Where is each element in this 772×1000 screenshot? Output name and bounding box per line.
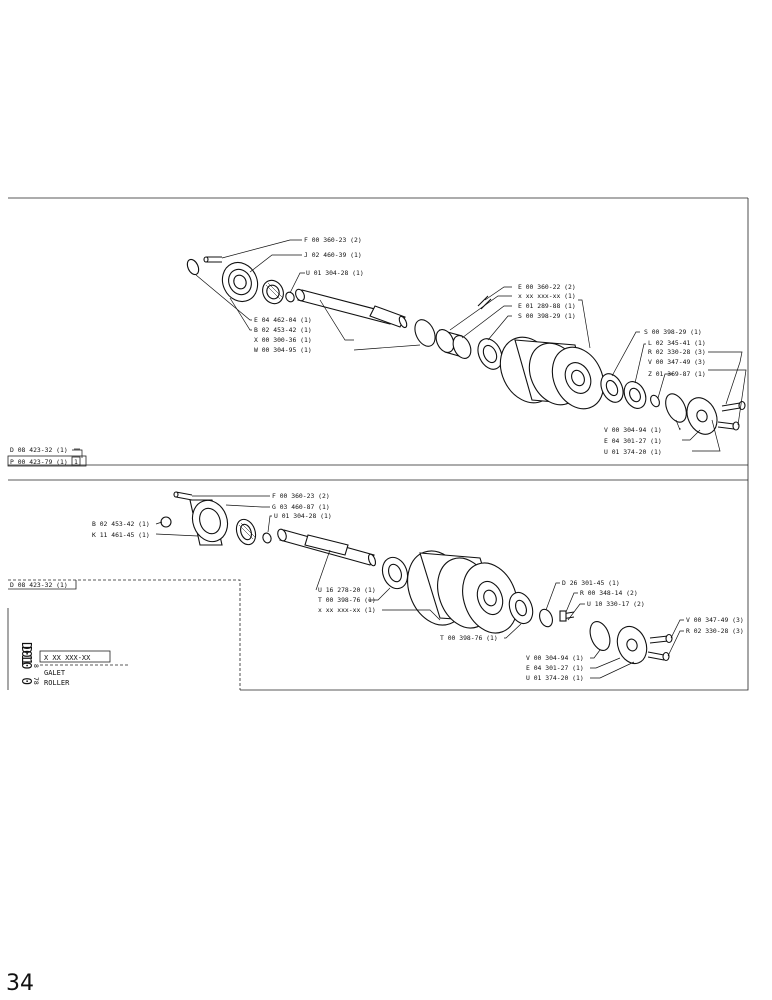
callout-label: W 00 304-95 (1) <box>254 346 312 354</box>
callout-label: E 00 360-22 (2) <box>518 283 576 291</box>
callout-label: E 01 289-88 (1) <box>518 302 576 310</box>
upper-callouts: F 00 360-23 (2) J 02 460-39 (1) U 01 304… <box>7 236 706 467</box>
callout-label: L 02 345-41 (1) <box>648 339 706 347</box>
part-name-en: ROLLER <box>44 679 70 687</box>
part-name-fr: GALET <box>44 669 66 677</box>
callout-label: F 00 360-23 (2) <box>304 236 362 244</box>
callout-label: U 01 304-28 (1) <box>274 512 332 520</box>
callout-label: B 02 453-42 (1) <box>92 520 150 528</box>
lower-leader-lines <box>155 495 684 679</box>
reference-sub: P 00 423-79 (1) <box>10 458 68 466</box>
callout-label: F 00 360-23 (2) <box>272 492 330 500</box>
part-number: X XX XXX-XX <box>44 654 91 662</box>
vertical-code: D10 0 <box>18 646 33 685</box>
callout-label: E 04 301-27 (1) <box>604 437 662 445</box>
callout-label: X 00 300-36 (1) <box>254 336 312 344</box>
callout-label: U 01 304-28 (1) <box>306 269 364 277</box>
callout-label: U 01 374-20 (1) <box>526 674 584 682</box>
callout-label: E 04 301-27 (1) <box>526 664 584 672</box>
title-block: D01 D10 0 8 78 X XX XXX-XX GALET ROLLER <box>18 642 130 687</box>
callout-label: x xx xxx-xx (1) <box>318 606 376 614</box>
callout-label: V 00 347-49 (3) <box>686 616 744 624</box>
callout-label: B 02 453-42 (1) <box>254 326 312 334</box>
lower-assembly-parts <box>160 491 673 665</box>
vertical-code: D01 <box>18 642 33 665</box>
callout-label: R 02 330-28 (3) <box>686 627 744 635</box>
callout-label: U 01 374-20 (1) <box>604 448 662 456</box>
callout-label: U 10 330-17 (2) <box>587 600 645 608</box>
upper-leader-lines <box>72 239 747 458</box>
callout-label: S 00 398-29 (1) <box>518 312 576 320</box>
callout-label: V 00 304-94 (1) <box>526 654 584 662</box>
small-code: 78 <box>32 677 40 685</box>
reference-badge: 1 <box>74 458 78 466</box>
callout-label: S 00 398-29 (1) <box>644 328 702 336</box>
callout-label: T 00 398-76 (1) <box>318 596 376 604</box>
part-number-box <box>39 650 111 663</box>
callout-label: J 02 460-39 (1) <box>304 251 362 259</box>
callout-label: T 00 398-76 (1) <box>440 634 498 642</box>
callout-label: D 26 301-45 (1) <box>562 579 620 587</box>
callout-label: V 00 304-94 (1) <box>604 426 662 434</box>
reference-main: D 08 423-32 (1) <box>10 581 68 589</box>
diagram-frames <box>7 197 749 691</box>
reference-badge-box <box>71 456 81 466</box>
callout-label: R 00 348-14 (2) <box>580 589 638 597</box>
reference-sub-box <box>7 455 87 467</box>
callout-label: V 00 347-49 (3) <box>648 358 706 366</box>
callout-label: E 04 462-04 (1) <box>254 316 312 324</box>
callout-label: x xx xxx-xx (1) <box>518 292 576 300</box>
callout-label: G 03 460-87 (1) <box>272 503 330 511</box>
lower-callouts: D 08 423-32 (1) F 00 360-23 (2) G 03 460… <box>8 492 744 682</box>
page-number: 34 <box>6 971 34 996</box>
callout-label: U 16 278-20 (1) <box>318 586 376 594</box>
callout-label: R 02 330-28 (3) <box>648 348 706 356</box>
callout-label: Z 01 369-87 (1) <box>648 370 706 378</box>
small-code: 8 <box>32 664 40 668</box>
reference-main: D 08 423-32 (1) <box>10 446 68 454</box>
upper-assembly-parts <box>186 256 746 435</box>
callout-label: K 11 461-45 (1) <box>92 531 150 539</box>
